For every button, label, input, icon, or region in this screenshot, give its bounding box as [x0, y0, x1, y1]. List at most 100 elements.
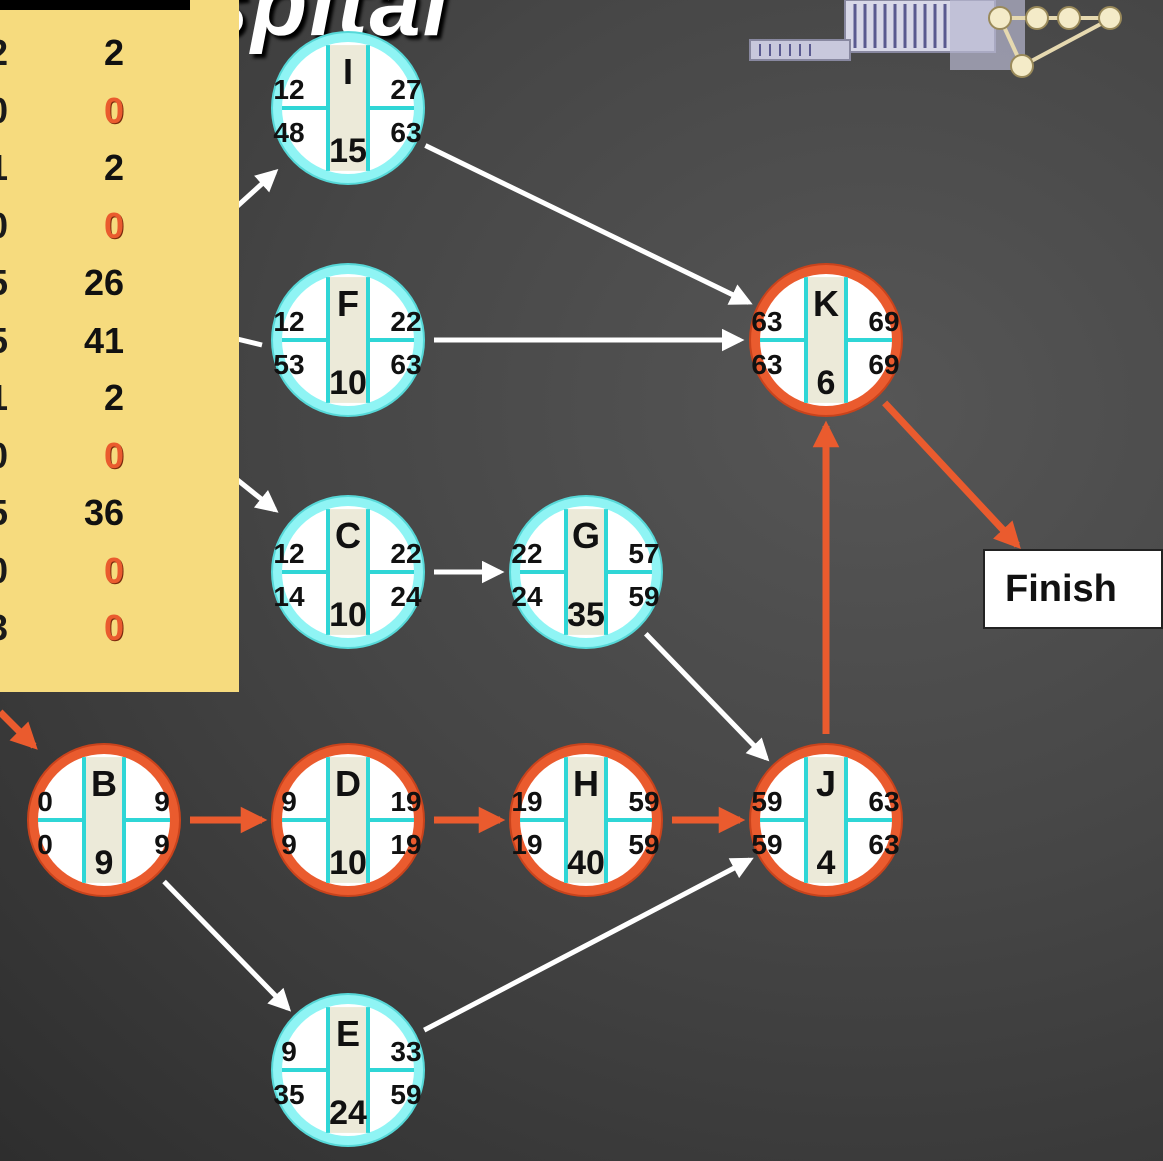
node-late-finish: 63 — [868, 829, 899, 860]
node-early-finish: 69 — [868, 306, 899, 337]
finish-label: Finish — [1005, 568, 1117, 611]
node-duration: 4 — [817, 844, 836, 882]
node-d: D 10 9 19 9 19 — [272, 744, 424, 896]
slack-row-lead: 1 — [0, 145, 8, 191]
edge-a-b — [0, 712, 34, 746]
node-early-start: 12 — [273, 306, 304, 337]
node-early-finish: 27 — [390, 74, 421, 105]
node-late-start: 63 — [751, 349, 782, 380]
node-late-finish: 19 — [390, 829, 421, 860]
building-network-icon — [750, 0, 1121, 77]
slack-row: 5 41 — [0, 318, 239, 364]
node-late-start: 0 — [37, 829, 53, 860]
node-label: E — [336, 1013, 360, 1054]
slack-row-value: 2 — [104, 145, 124, 191]
node-late-start: 53 — [273, 349, 304, 380]
slack-row-value: 0 — [104, 433, 124, 479]
slack-row-value: 2 — [104, 375, 124, 421]
slack-row: 00 — [0, 88, 239, 134]
node-late-start: 24 — [511, 581, 543, 612]
node-late-start: 59 — [751, 829, 782, 860]
node-early-finish: 19 — [390, 786, 421, 817]
slack-table: 2200120052654112005360030 — [0, 0, 239, 692]
slack-row-value: 0 — [104, 88, 124, 134]
node-early-start: 12 — [273, 538, 304, 569]
slack-row: 30 — [0, 605, 239, 651]
node-early-finish: 59 — [628, 786, 659, 817]
node-late-finish: 9 — [154, 829, 170, 860]
slack-row: 22 — [0, 30, 239, 76]
node-label: K — [813, 283, 839, 324]
slack-row-value: 2 — [104, 30, 124, 76]
node-late-start: 19 — [511, 829, 542, 860]
node-early-start: 12 — [273, 74, 304, 105]
node-late-start: 9 — [281, 829, 297, 860]
node-early-start: 59 — [751, 786, 782, 817]
slack-row: 00 — [0, 433, 239, 479]
node-late-finish: 59 — [628, 581, 659, 612]
slack-row-lead: 0 — [0, 548, 8, 594]
slack-row: 5 26 — [0, 260, 239, 306]
slack-row: 12 — [0, 375, 239, 421]
edge-b-e — [164, 882, 288, 1009]
node-late-finish: 59 — [390, 1079, 421, 1110]
node-label: B — [91, 763, 117, 804]
slack-row: 00 — [0, 548, 239, 594]
finish-node: Finish — [983, 549, 1163, 629]
node-duration: 40 — [567, 844, 605, 882]
node-h: H 40 19 59 19 59 — [510, 744, 662, 896]
node-label: I — [343, 51, 353, 92]
node-early-start: 9 — [281, 786, 297, 817]
node-duration: 15 — [329, 132, 367, 170]
node-j: J 4 59 63 59 63 — [750, 744, 902, 896]
slack-row-lead: 5 — [0, 260, 8, 306]
slack-row-value: 0 — [104, 605, 124, 651]
node-late-finish: 63 — [390, 117, 421, 148]
slack-row: 536 — [0, 490, 239, 536]
node-early-finish: 57 — [628, 538, 659, 569]
node-early-finish: 22 — [390, 306, 421, 337]
node-late-start: 14 — [273, 581, 305, 612]
node-late-start: 48 — [273, 117, 304, 148]
slack-row-value: 36 — [84, 490, 124, 536]
slack-row-lead: 5 — [0, 318, 8, 364]
slack-row: 12 — [0, 145, 239, 191]
edge-g-j — [646, 634, 766, 758]
slack-row-value: 41 — [84, 318, 124, 364]
node-duration: 10 — [329, 596, 367, 634]
slack-row-lead: 0 — [0, 433, 8, 479]
node-early-start: 19 — [511, 786, 542, 817]
node-duration: 9 — [95, 844, 114, 882]
slack-row-value: 0 — [104, 548, 124, 594]
node-duration: 24 — [329, 1094, 367, 1132]
slack-row-lead: 1 — [0, 375, 8, 421]
node-late-finish: 59 — [628, 829, 659, 860]
slack-row: 00 — [0, 203, 239, 249]
slack-row-lead: 0 — [0, 88, 8, 134]
node-duration: 6 — [817, 364, 836, 402]
node-i: I 15 12 27 48 63 — [272, 32, 424, 184]
node-late-finish: 69 — [868, 349, 899, 380]
edge-i-k — [425, 146, 748, 303]
node-label: H — [573, 763, 599, 804]
node-early-start: 63 — [751, 306, 782, 337]
node-label: J — [816, 763, 836, 804]
slack-row-value: 26 — [84, 260, 124, 306]
node-early-start: 0 — [37, 786, 53, 817]
edge-k-finish — [885, 403, 1018, 545]
node-early-start: 9 — [281, 1036, 297, 1067]
node-label: D — [335, 763, 361, 804]
node-late-finish: 24 — [390, 581, 422, 612]
node-late-start: 35 — [273, 1079, 304, 1110]
node-duration: 10 — [329, 844, 367, 882]
node-duration: 35 — [567, 596, 605, 634]
node-early-finish: 22 — [390, 538, 421, 569]
node-early-finish: 63 — [868, 786, 899, 817]
node-label: F — [337, 283, 359, 324]
slack-row-lead: 3 — [0, 605, 8, 651]
slack-table-header — [0, 0, 190, 10]
